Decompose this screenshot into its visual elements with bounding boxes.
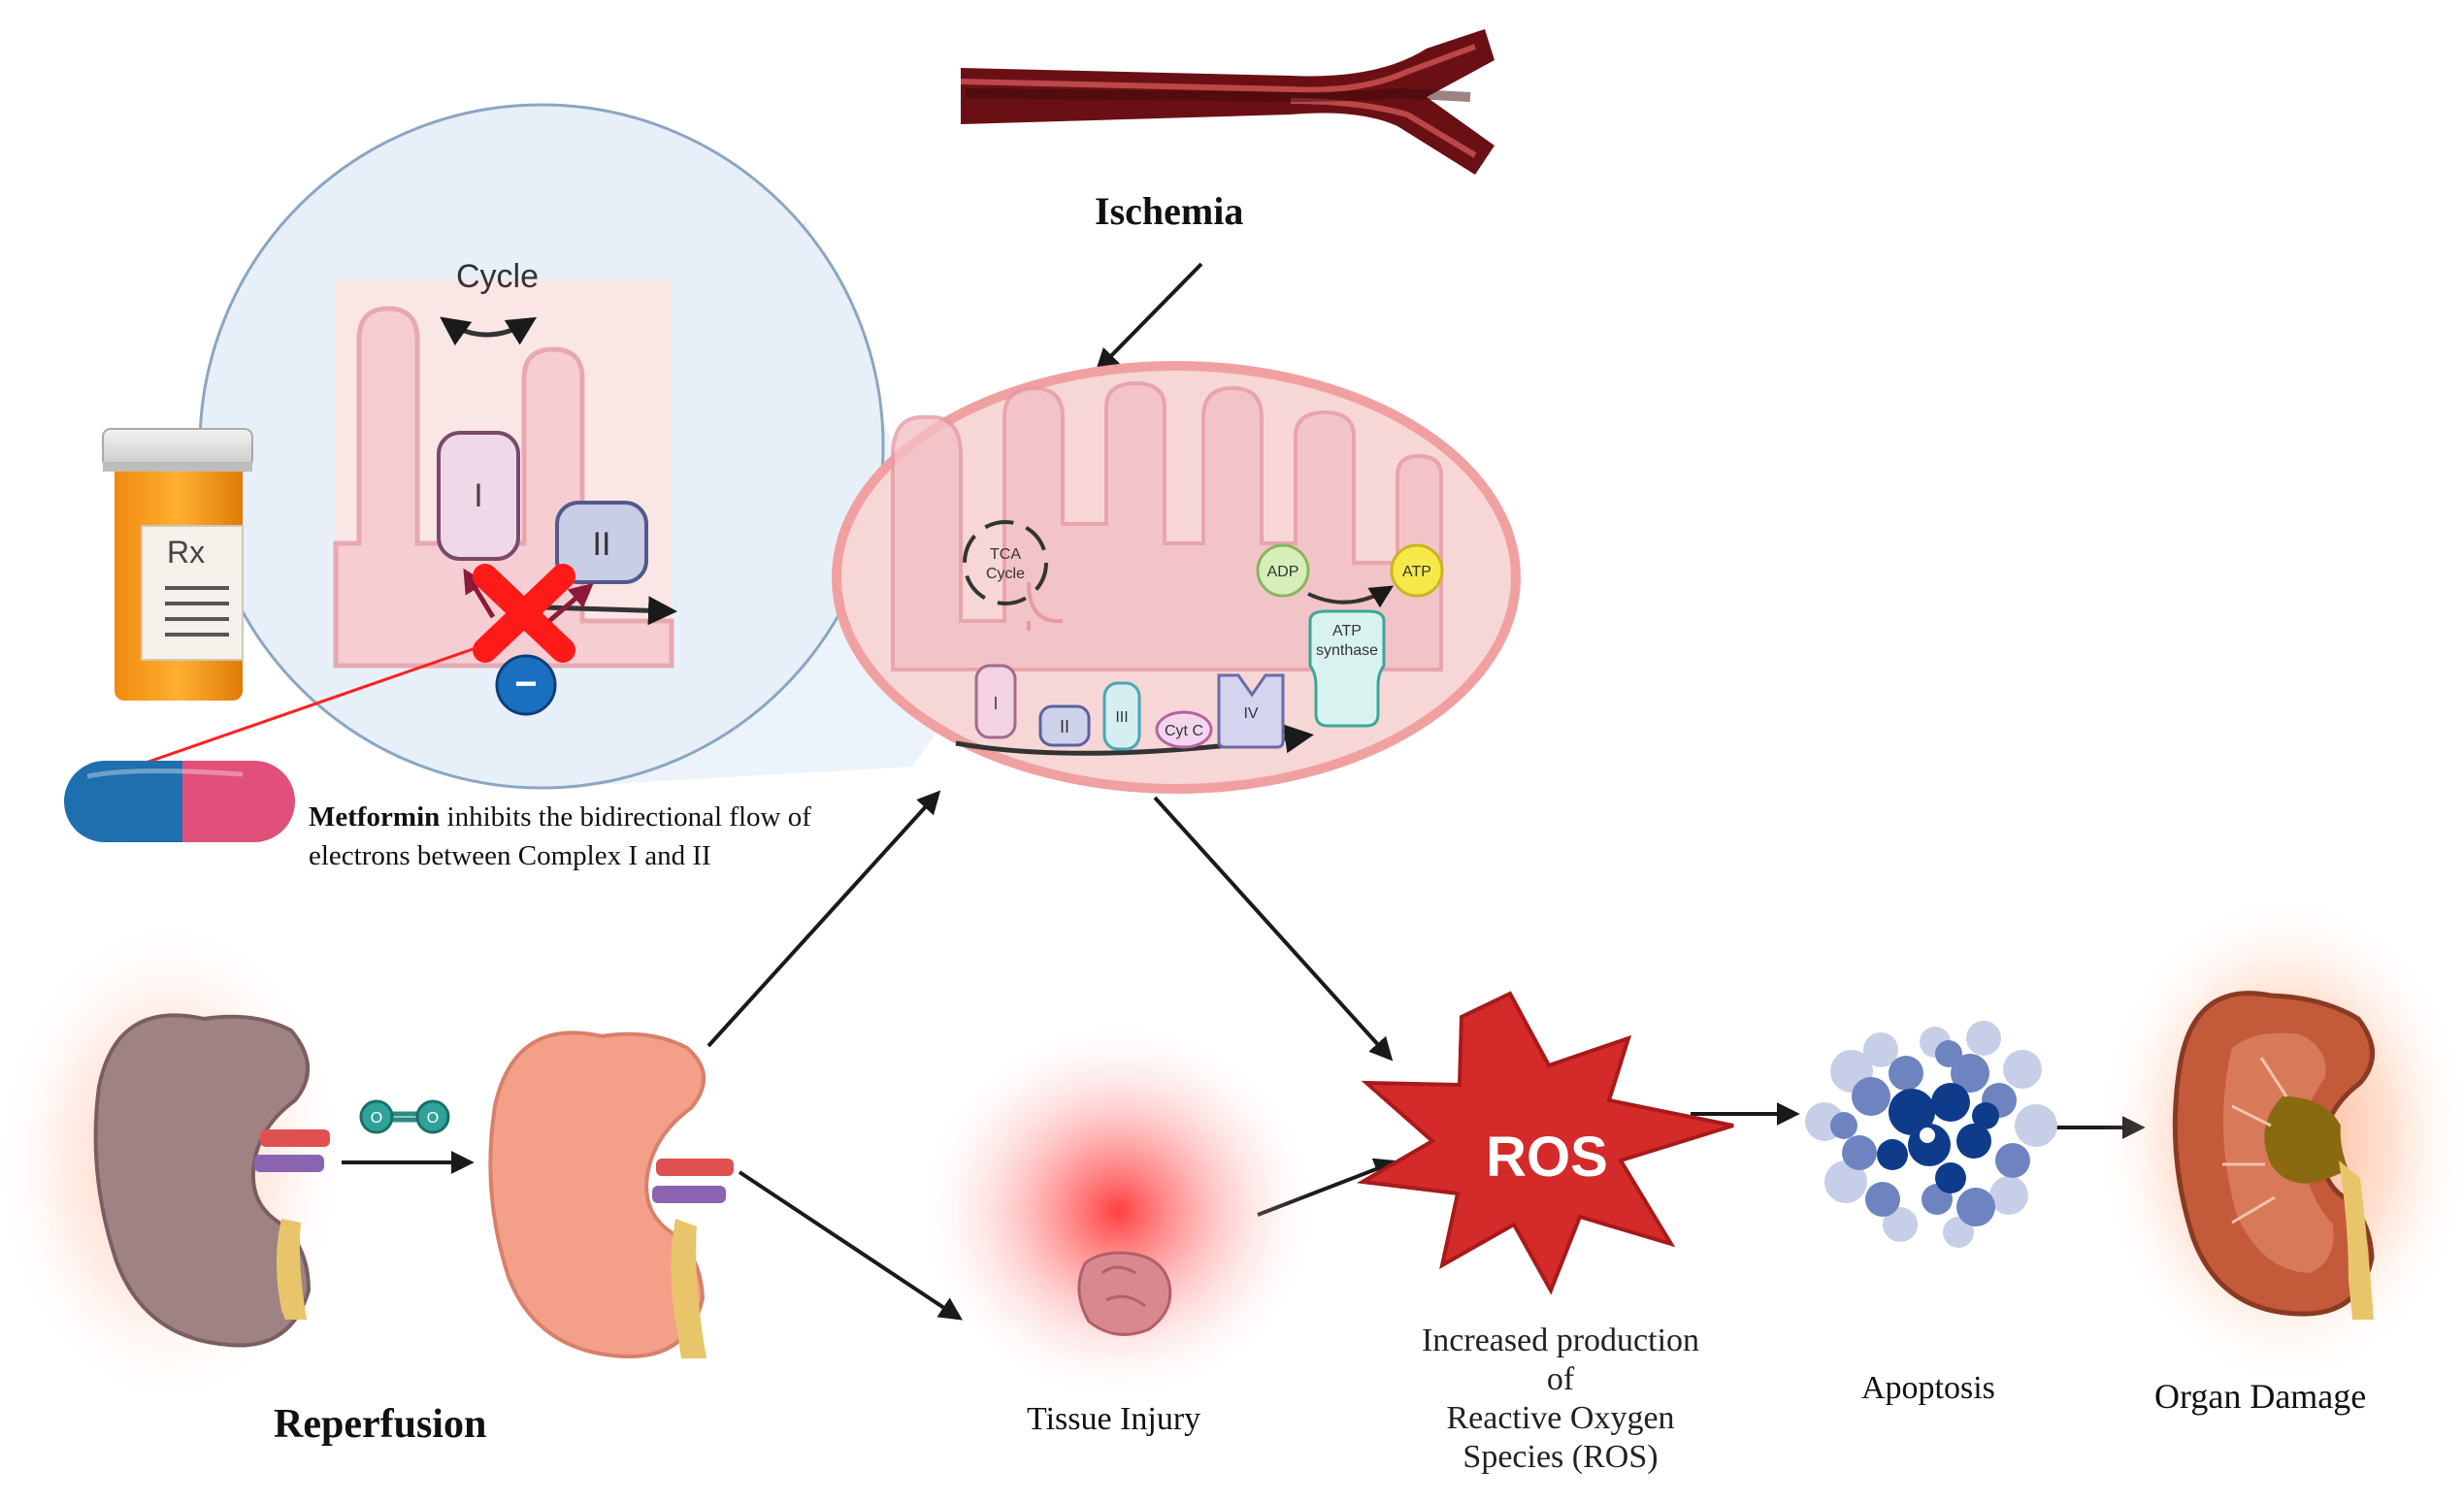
adp-molecule (1256, 543, 1310, 598)
arrow-ischemia-to-mito (1095, 262, 1203, 373)
metformin-capsule-icon (64, 761, 295, 842)
ros-caption-line1: Increased production (1421, 1323, 1700, 1358)
ros-label: ROS (1486, 1126, 1608, 1189)
atp-synthase-line2: synthase (1316, 642, 1378, 659)
oxygen-atom-left-label: O (371, 1110, 382, 1127)
mitochondrion: TCA Cycle I II III Cyt C IV ATP synthase… (832, 361, 1521, 794)
ros-caption: Increased production of Reactive Oxygen … (1366, 1322, 1755, 1477)
complex-iii (1102, 681, 1141, 751)
blood-vessel (960, 29, 1495, 175)
zoom-detail: Cycle I II − (198, 103, 885, 790)
ischemia-label: Ischemia (1095, 189, 1244, 233)
arrow-kidney-to-injury (738, 1170, 963, 1321)
tissue-injury-label: Tissue Injury (1027, 1401, 1201, 1437)
reperfused-kidney-icon (488, 1030, 734, 1359)
arrow-mito-to-ros (1153, 796, 1394, 1062)
metformin-connector (106, 646, 476, 778)
metformin-bold: Metformin (309, 801, 441, 833)
reperfusion-label: Reperfusion (274, 1402, 487, 1447)
zoom-complex-i-label: I (474, 477, 482, 514)
cyt-c-label: Cyt C (1165, 723, 1203, 739)
atp-synthase-line1: ATP (1332, 623, 1362, 639)
complex-iv-label: IV (1243, 705, 1258, 722)
apoptosis-cell-icon (1805, 1021, 2057, 1248)
damaged-kidney-icon (2100, 897, 2464, 1382)
ischemic-kidney-icon (0, 925, 340, 1400)
oxygen-atom-right-label: O (427, 1110, 439, 1127)
oxygen-molecule-icon: O O (359, 1099, 450, 1134)
metformin-caption-line2: electrons between Complex I and II (309, 840, 711, 871)
tca-cycle-icon (963, 520, 1048, 605)
atp-molecule (1390, 543, 1444, 598)
inhibitor-minus-icon (495, 654, 557, 716)
ros-caption-line3: Reactive Oxygen (1446, 1400, 1675, 1436)
tissue-injury-icon (924, 1027, 1312, 1395)
pill-bottle-icon: Rx (102, 428, 253, 701)
rx-label: Rx (167, 535, 205, 570)
complex-iv (1217, 673, 1285, 749)
inhibit-x-icon (473, 564, 575, 663)
adp-label: ADP (1267, 564, 1299, 580)
complex-ii (1038, 704, 1091, 747)
zoom-cycle-fragment: Cycle (456, 258, 539, 295)
complex-iii-label: III (1115, 709, 1128, 726)
ros-caption-line4: Species (ROS) (1462, 1439, 1659, 1475)
zoom-complex-ii (555, 501, 648, 584)
ros-caption-line2: of (1546, 1361, 1575, 1397)
tca-label-line1: TCA (990, 546, 1021, 563)
complex-i-label: I (993, 694, 998, 713)
zoom-complex-ii-label: II (593, 526, 611, 563)
arrow-kidney-to-mito (706, 790, 941, 1048)
ros-burst-icon: ROS (1356, 991, 1734, 1295)
cyt-c (1155, 710, 1213, 749)
zoom-complex-i (437, 431, 520, 561)
apoptosis-label: Apoptosis (1861, 1370, 1995, 1406)
metformin-caption-line1: Metformin inhibits the bidirectional flo… (309, 801, 811, 833)
complex-i (974, 664, 1017, 739)
metformin-rest-line1: inhibits the bidirectional flow of (440, 801, 811, 833)
inhibitor-minus-label: − (514, 663, 537, 705)
tca-label-line2: Cycle (986, 566, 1025, 582)
atp-label: ATP (1402, 564, 1431, 580)
atp-synthase (1308, 609, 1386, 728)
organ-damage-label: Organ Damage (2154, 1377, 2367, 1416)
complex-ii-label: II (1060, 717, 1069, 736)
